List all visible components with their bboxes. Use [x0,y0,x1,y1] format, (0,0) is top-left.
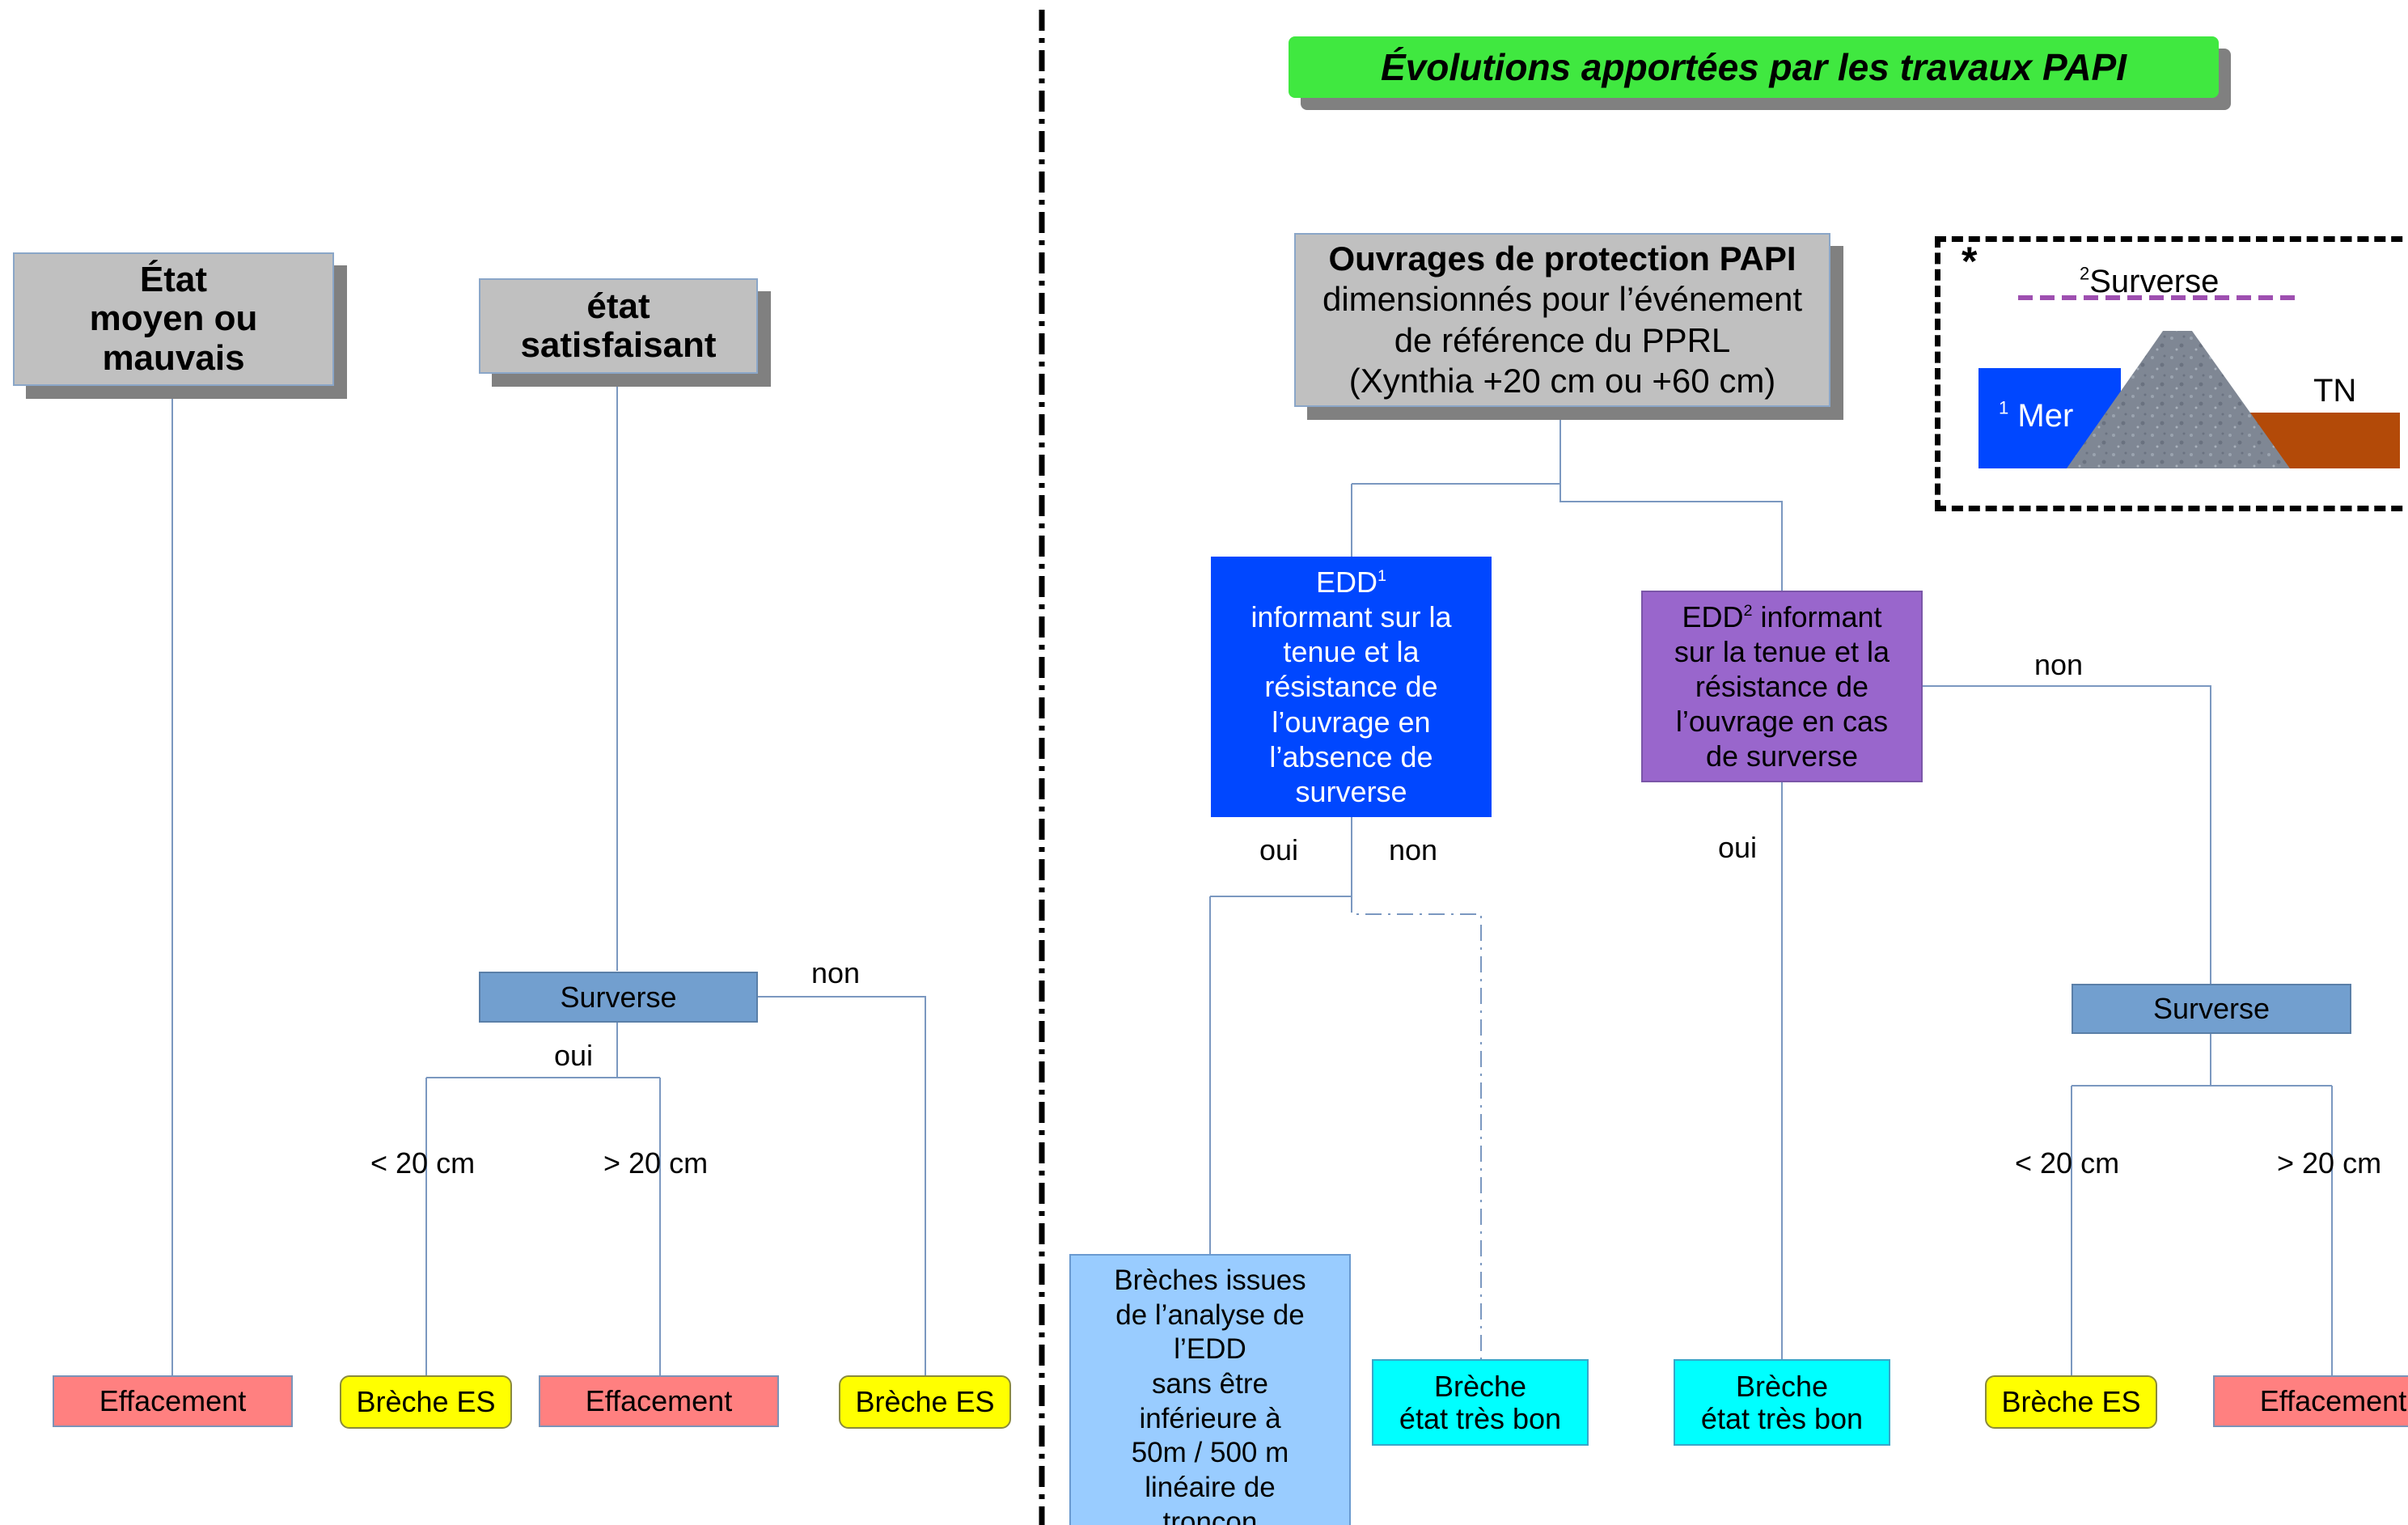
label-oui-edd1: oui [1259,833,1299,866]
banner: Évolutions apportées par les travaux PAP… [1289,36,2219,98]
label-lt20-left: < 20 cm [370,1146,476,1180]
legend-frame [1935,236,2408,511]
breches-edd-box: Brèches issues de l’analyse de l’EDD san… [1069,1254,1351,1525]
dike-shape [2067,331,2290,468]
legend-surverse-label: 2Surverse [2080,263,2220,299]
surverse-box-right: Surverse [2072,984,2351,1034]
label-oui-edd2: oui [1718,831,1758,864]
legend-mer-label: 1 Mer [1999,397,2074,434]
papi-box: Ouvrages de protection PAPI dimensionnés… [1294,233,1830,407]
papi-title: Ouvrages de protection PAPI [1328,239,1796,277]
breche-tres-bon-box-1: Brèche état très bon [1372,1359,1589,1446]
edd2-heading: EDD2 informant [1682,599,1882,633]
effacement-box-3: Effacement [2213,1375,2408,1427]
edd1-body: informant sur la tenue et la résistance … [1251,600,1452,808]
edd2-box: EDD2 informant sur la tenue et la résist… [1641,591,1923,782]
label-gt20-left: > 20 cm [603,1146,709,1180]
breche-es-box-1: Brèche ES [340,1375,512,1429]
legend-asterisk: * [1962,239,1978,284]
label-non-left: non [811,956,861,989]
breche-es-box-3: Brèche ES [1985,1375,2157,1429]
etat-satisfaisant-box: état satisfaisant [479,278,758,374]
label-non-edd1: non [1389,833,1438,866]
etat-mauvais-box: État moyen ou mauvais [13,252,334,386]
edd1-heading: EDD1 [1315,565,1387,599]
effacement-box-2: Effacement [539,1375,779,1427]
breche-es-box-2: Brèche ES [839,1375,1011,1429]
breche-tres-bon-box-2: Brèche état très bon [1674,1359,1890,1446]
legend-illustration [1978,295,2400,468]
label-non-edd2: non [2034,648,2084,681]
legend-tn-label: TN [2313,373,2357,409]
effacement-box-1: Effacement [53,1375,293,1427]
label-oui-left: oui [554,1039,594,1072]
label-lt20-right: < 20 cm [2015,1146,2120,1180]
edd1-box: EDD1 informant sur la tenue et la résist… [1211,557,1492,817]
papi-body: dimensionnés pour l’événement de référen… [1322,280,1803,400]
surverse-box-left: Surverse [479,972,758,1023]
label-gt20-right: > 20 cm [2277,1146,2382,1180]
edd2-body: sur la tenue et la résistance de l’ouvra… [1674,634,1890,773]
